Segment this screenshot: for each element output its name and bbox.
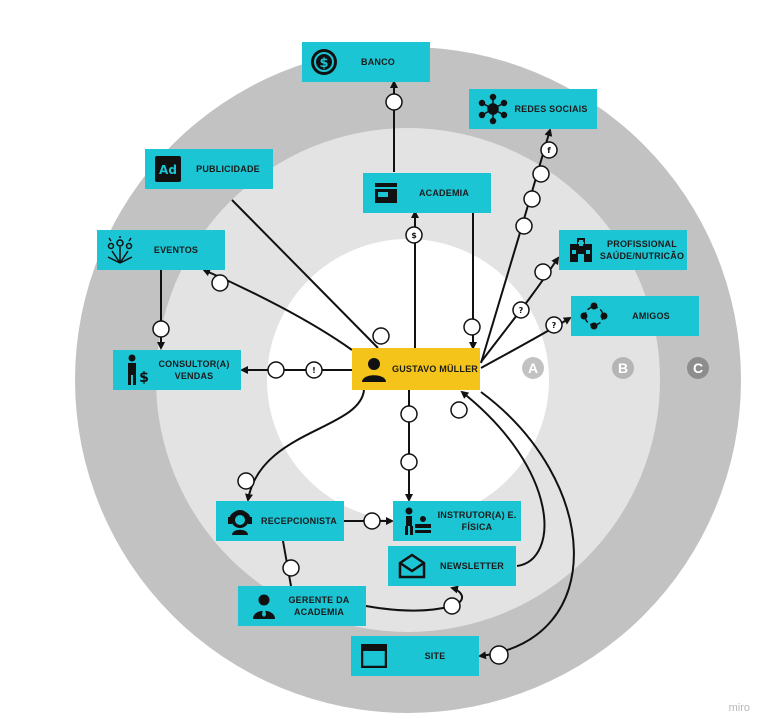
store-icon xyxy=(373,181,399,205)
chat-icon xyxy=(400,453,418,471)
node-profissional-label: PROFISSIONAL SAÚDE/NUTRICÃO xyxy=(599,239,685,261)
youtube-icon xyxy=(523,190,541,208)
svg-text:Ad: Ad xyxy=(159,163,177,177)
ring-label-b: B xyxy=(612,357,634,379)
node-site[interactable]: SITE xyxy=(351,636,479,676)
svg-text:!: ! xyxy=(312,366,316,375)
money-icon xyxy=(405,226,423,244)
edge-newsletter xyxy=(460,390,546,567)
node-gustavo-muller-label: GUSTAVO MÜLLER xyxy=(392,364,478,374)
fireworks-icon xyxy=(105,235,135,265)
svg-text:?: ? xyxy=(552,321,557,330)
question-icon-2 xyxy=(545,316,563,334)
node-banco[interactable]: $ BANCO xyxy=(302,42,430,82)
node-amigos[interactable]: AMIGOS xyxy=(571,296,699,336)
node-academia[interactable]: ACADEMIA xyxy=(363,173,491,213)
node-recepcionista-label: RECEPCIONISTA xyxy=(261,516,337,526)
node-instrutor[interactable]: INSTRUTOR(A) E. FÍSICA xyxy=(393,501,521,541)
ring-label-c: C xyxy=(687,357,709,379)
node-gustavo-muller[interactable]: GUSTAVO MÜLLER xyxy=(352,348,480,390)
salesperson-icon: $ xyxy=(123,354,151,386)
manager-icon xyxy=(252,593,276,619)
node-profissional[interactable]: PROFISSIONAL SAÚDE/NUTRICÃO xyxy=(559,230,687,270)
instagram-icon xyxy=(532,165,550,183)
handshake-icon xyxy=(363,512,381,530)
node-gerente[interactable]: GERENTE DA ACADEMIA xyxy=(238,586,366,626)
node-redes-sociais[interactable]: REDES SOCIAIS xyxy=(469,89,597,129)
hospital-icon xyxy=(568,238,594,264)
facebook-icon xyxy=(540,141,558,159)
mail-icon xyxy=(443,597,461,615)
envelope-icon xyxy=(398,553,426,579)
link-icon xyxy=(489,645,509,665)
node-consultor-label: CONSULTOR(A) VENDAS xyxy=(158,359,230,381)
svg-text:?: ? xyxy=(519,306,524,315)
ad-icon: Ad xyxy=(155,156,181,182)
checklist-icon xyxy=(463,318,481,336)
node-banco-label: BANCO xyxy=(361,57,395,67)
svg-text:$: $ xyxy=(411,231,417,240)
node-publicidade-label: PUBLICIDADE xyxy=(196,164,260,174)
edge-site xyxy=(478,391,575,660)
user-money-icon xyxy=(152,320,170,338)
node-consultor[interactable]: $ CONSULTOR(A) VENDAS xyxy=(113,350,241,390)
node-site-label: SITE xyxy=(424,651,446,661)
node-academia-label: ACADEMIA xyxy=(418,188,470,198)
whatsapp-icon xyxy=(515,217,533,235)
question-icon xyxy=(512,301,530,319)
network-icon xyxy=(477,93,509,125)
doc-icon xyxy=(385,93,403,111)
svg-text:$: $ xyxy=(139,370,149,386)
dollar-coin-icon: $ xyxy=(310,48,338,76)
miro-watermark: miro xyxy=(728,702,750,714)
group-icon xyxy=(579,301,609,331)
node-newsletter[interactable]: NEWSLETTER xyxy=(388,546,516,586)
edge-recepcionista xyxy=(245,389,365,502)
trainer-icon xyxy=(401,506,433,536)
node-gerente-label: GERENTE DA ACADEMIA xyxy=(288,595,350,617)
fitness-icon xyxy=(400,405,418,423)
node-newsletter-label: NEWSLETTER xyxy=(440,561,504,571)
mobile-icon xyxy=(450,401,468,419)
ring-label-a: A xyxy=(522,357,544,379)
edge-publicidade xyxy=(231,199,379,349)
alert-icon xyxy=(305,361,323,379)
node-amigos-label: AMIGOS xyxy=(632,311,670,321)
node-eventos[interactable]: EVENTOS xyxy=(97,230,225,270)
stethoscope-icon xyxy=(534,263,552,281)
svg-text:$: $ xyxy=(319,56,328,71)
node-publicidade[interactable]: Ad PUBLICIDADE xyxy=(145,149,273,189)
report-icon xyxy=(282,559,300,577)
edge-redes-sociais xyxy=(480,128,553,364)
list-icon xyxy=(267,361,285,379)
monitor-icon xyxy=(372,327,390,345)
svg-text:f: f xyxy=(547,146,551,155)
eye-icon xyxy=(211,274,229,292)
receptionist-icon xyxy=(225,506,255,536)
person-icon xyxy=(360,355,388,383)
smile-icon xyxy=(237,472,255,490)
node-recepcionista[interactable]: RECEPCIONISTA xyxy=(216,501,344,541)
node-instrutor-label: INSTRUTOR(A) E. FÍSICA xyxy=(437,510,517,532)
node-eventos-label: EVENTOS xyxy=(153,245,199,255)
node-redes-sociais-label: REDES SOCIAIS xyxy=(514,104,588,114)
browser-icon xyxy=(361,644,387,668)
